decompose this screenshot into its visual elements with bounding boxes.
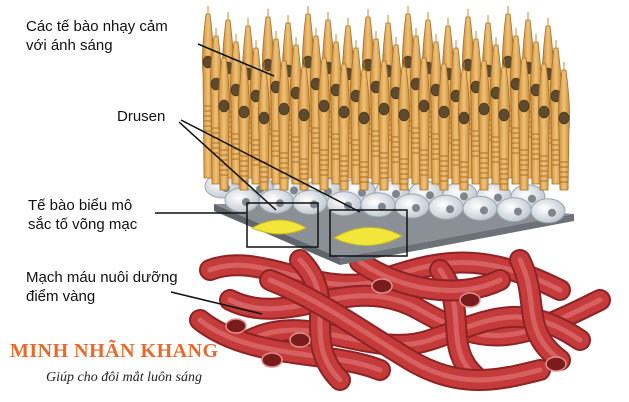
photoreceptor-cell (390, 37, 402, 185)
rpe-cell (224, 187, 260, 213)
photoreceptor-cell (290, 37, 302, 185)
photoreceptor-cell (538, 56, 550, 191)
rpe-cell (360, 192, 396, 218)
vessel-highlight (517, 257, 563, 363)
photoreceptor-cell (418, 50, 430, 191)
photoreceptor-cell (218, 50, 230, 191)
vessel-opening (289, 332, 311, 348)
vessel-opening (371, 278, 393, 294)
rpe-cell (428, 194, 464, 220)
label-rpe-line2: sắc tố võng mạc (28, 216, 138, 233)
vessel-highlight (357, 259, 503, 293)
rpe-cell (496, 197, 532, 223)
photoreceptor-layer (202, 6, 570, 191)
blood-vessel-layer (189, 249, 611, 391)
photoreceptor-cell (410, 28, 422, 185)
photoreceptor-cell (278, 53, 290, 191)
photoreceptor-cell (378, 53, 390, 191)
photoreceptor-cell (558, 62, 570, 191)
rpe-nucleus (494, 193, 502, 202)
photoreceptor-cell (238, 56, 250, 191)
photoreceptor-cell (450, 40, 462, 185)
rpe-nucleus (378, 202, 386, 211)
label-vessels: Mạch máu nuôi dưỡng điểm vàng (26, 268, 178, 306)
label-photoreceptors: Các tế bào nhạy cảm với ánh sáng (26, 17, 168, 55)
photoreceptor-cell (298, 59, 310, 191)
label-drusen: Drusen (117, 108, 166, 125)
rpe-nucleus (242, 198, 250, 206)
photoreceptor-cell (498, 59, 510, 191)
rpe-cell (394, 193, 430, 219)
rpe-nucleus (528, 194, 536, 203)
label-photoreceptors-line1: Các tế bào nhạy cảm (26, 18, 168, 35)
rpe-cell (462, 195, 498, 221)
photoreceptor-cell (210, 28, 222, 185)
label-vessels-line1: Mạch máu nuôi dưỡng (26, 269, 178, 286)
brand-slogan: Giúp cho đôi mắt luôn sáng (46, 370, 202, 385)
pointer-drusen-2 (180, 119, 361, 213)
rpe-nucleus (392, 190, 400, 198)
rpe-nucleus (460, 192, 468, 201)
rpe-nucleus (426, 191, 434, 200)
vessel-highlight (197, 317, 383, 373)
rpe-nucleus (514, 207, 522, 216)
photoreceptor-cell (430, 34, 442, 185)
drusen-box-1 (246, 202, 319, 248)
vessel-highlight (267, 277, 543, 383)
drusen-box-2 (329, 209, 408, 257)
photoreceptor-cell (458, 62, 470, 191)
photoreceptor-cell (438, 56, 450, 191)
label-rpe-line1: Tế bào biểu mô (28, 197, 133, 214)
label-photoreceptors-line2: với ánh sáng (26, 37, 113, 54)
rpe-cell (530, 198, 566, 224)
vessel-opening (225, 318, 247, 334)
label-rpe: Tế bào biểu mô sắc tố võng mạc (28, 196, 137, 234)
vessel-opening (545, 356, 567, 372)
rpe-nucleus (358, 188, 366, 197)
brand-name: MINH NHÃN KHANG (10, 340, 219, 362)
photoreceptor-cell (370, 31, 382, 185)
label-vessels-line2: điểm vàng (26, 288, 96, 305)
rpe-nucleus (310, 200, 318, 209)
vessel-opening (261, 352, 283, 368)
pointer-vessels (170, 291, 263, 315)
rpe-nucleus (412, 204, 420, 212)
photoreceptor-cell (318, 50, 330, 191)
rpe-cell-layer (204, 173, 566, 224)
rpe-nucleus (446, 205, 454, 214)
pointer-drusen-1 (178, 121, 277, 211)
photoreceptor-cell (358, 62, 370, 191)
drusen-deposit-1 (250, 219, 308, 235)
photoreceptor-cell (350, 40, 362, 185)
drusen-deposit-2 (332, 227, 404, 247)
photoreceptor-cell (398, 59, 410, 191)
photoreceptor-cell (478, 53, 490, 191)
pointer-photoreceptors (197, 43, 275, 77)
vessel-highlight (297, 257, 343, 383)
photoreceptor-cell (550, 40, 562, 185)
rpe-nucleus (290, 186, 298, 195)
rpe-nucleus (548, 208, 556, 217)
rpe-nucleus (480, 206, 488, 215)
photoreceptor-cell (518, 50, 530, 191)
vessel-opening (459, 292, 481, 308)
photoreceptor-cell (258, 62, 270, 191)
photoreceptor-cell (338, 56, 350, 191)
photoreceptor-cell (510, 28, 522, 185)
